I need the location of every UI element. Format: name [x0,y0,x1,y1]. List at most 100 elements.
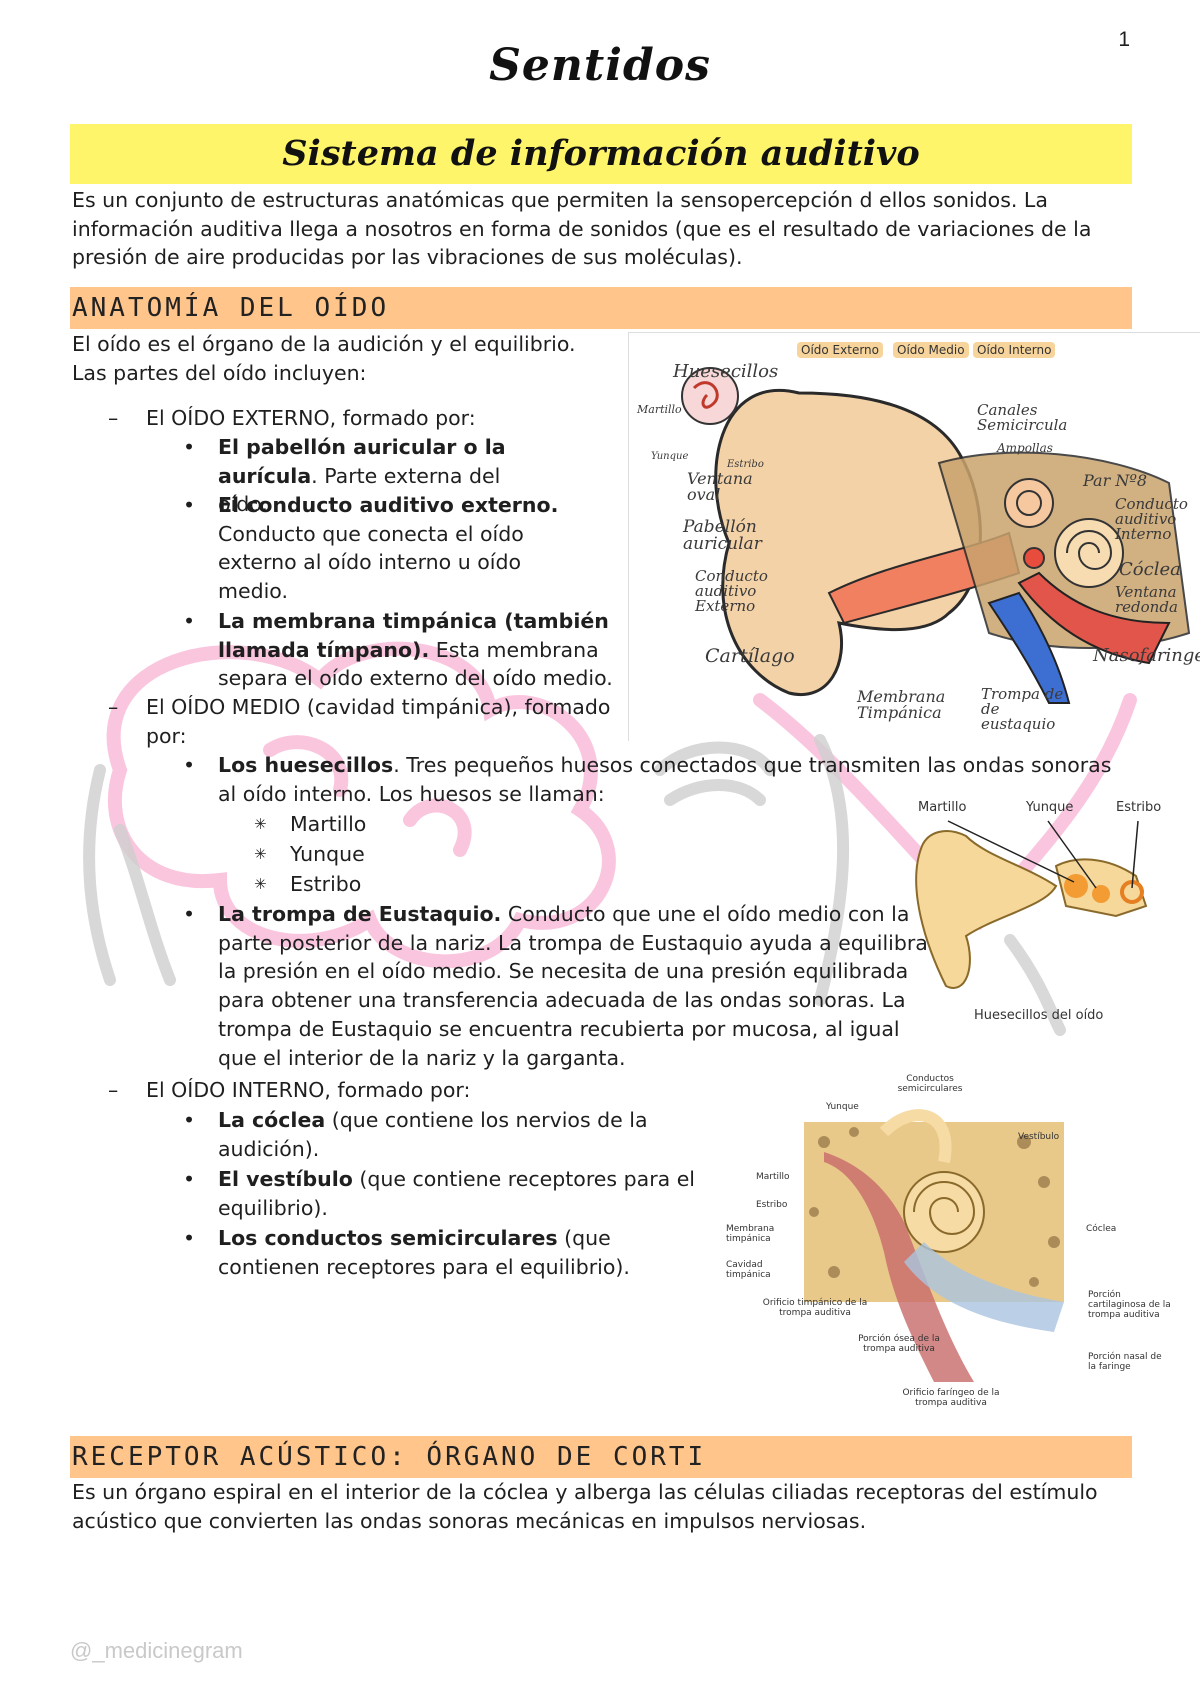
ossicle-label: Estribo [1116,800,1162,815]
star-bullet: ✳ [254,815,267,833]
dot-bullet: • [183,753,196,777]
inner-label: Conductos semicirculares [897,1074,963,1094]
inner-label: Vestíbulo [1018,1132,1060,1142]
item-text: (que contiene los nervios de la audición… [218,1108,648,1161]
ossicles-caption: Huesecillos del oído [974,1008,1104,1023]
intro-heading: Sistema de información auditivo [282,133,920,174]
inner-label: Porción cartilaginosa de la trompa audit… [1088,1290,1171,1320]
external-item: La membrana timpánica (también llamada t… [218,607,618,693]
item-text: . Tres pequeños huesos conectados que tr… [218,753,1112,806]
bone-item: Estribo [290,872,362,896]
page-title: Sentidos [489,40,711,91]
ear-illustration [681,367,1191,704]
dash-bullet: – [108,695,119,719]
external-label: El OÍDO EXTERNO, formado por: [146,406,476,430]
inner-label: Cavidad timpánica [726,1260,771,1280]
inner-label: Orificio timpánico de la trompa auditiva [762,1298,868,1318]
star-bullet: ✳ [254,875,267,893]
dot-bullet: • [183,493,196,517]
label-estribo: Estribo [727,459,764,470]
ossicles-illustration [915,820,1148,989]
external-item: El conducto auditivo externo. Conducto q… [218,491,593,606]
item-text: (que contienen receptores para el equili… [218,1226,630,1279]
item-text: (que contiene receptores para el equilib… [218,1167,696,1220]
internal-item: El vestíbulo (que contiene receptores pa… [218,1165,698,1222]
label-conducto-interno: Conducto auditivo Interno [1115,495,1188,543]
inner-label: Estribo [756,1200,788,1210]
label-ventana-redonda: Ventana redonda [1115,583,1178,616]
corti-text: Es un órgano espiral en el interior de l… [72,1480,1098,1533]
inner-label: Porción ósea de la trompa auditiva [858,1334,940,1354]
dash-bullet: – [108,1078,119,1102]
tag-middle: Oído Medio [893,342,969,358]
item-bold: El vestíbulo [218,1167,353,1191]
tag-internal: Oído Interno [973,342,1056,358]
tag-external: Oído Externo [797,342,883,358]
label-trompa: Trompa de de eustaquio [981,685,1064,733]
anatomy-intro: El oído es el órgano de la audición y el… [72,332,576,385]
label-par: Par Nº8 [1083,471,1148,490]
page-number: 1 [1118,28,1130,51]
eustachian-item: La trompa de Eustaquio. Conducto que une… [218,900,938,1072]
intro-heading-band [70,124,1132,184]
dot-bullet: • [183,435,196,459]
dot-bullet: • [183,1167,196,1191]
ossicle-label: Yunque [1026,800,1074,815]
dot-bullet: • [183,609,196,633]
label-yunque: Yunque [651,451,689,462]
label-ampollas: Ampollas [997,441,1053,455]
internal-label: El OÍDO INTERNO, formado por: [146,1078,471,1102]
inner-label: Orificio faríngeo de la trompa auditiva [902,1388,1000,1408]
item-bold: Los conductos semicirculares [218,1226,558,1250]
inner-label: Martillo [756,1172,790,1182]
dot-bullet: • [183,902,196,926]
inner-label: Yunque [826,1102,859,1112]
label-ventana-oval: Ventana oval [687,469,753,504]
bone-item: Martillo [290,812,367,836]
item-text: Conducto que une el oído medio con la pa… [218,902,937,1070]
label-canales: Canales Semicircula [977,401,1068,434]
ossicle-label: Martillo [918,800,967,815]
anatomy-heading: Anatomía del oído [72,293,390,323]
external-item: El pabellón auricular o la aurícula. Par… [218,433,508,519]
ossicles-figure: Martillo Yunque Estribo Huesecillos del … [906,796,1170,1032]
item-bold: La cóclea [218,1108,326,1132]
item-bold: El pabellón auricular o la aurícula [218,435,506,488]
bone-item: Yunque [290,842,365,866]
anatomy-heading-band [70,287,1132,329]
inner-label: Cóclea [1086,1224,1117,1234]
label-huesecillos: Huesecillos [673,361,779,382]
label-coclea: Cóclea [1119,559,1181,580]
dot-bullet: • [183,1108,196,1132]
item-text: Esta membrana separa el oído externo del… [218,637,613,691]
ear-anatomy-figure: Oído Externo Oído Medio Oído Interno Hue… [628,332,1200,741]
corti-heading: Receptor acústico: Órgano de Corti [72,1442,707,1472]
inner-label: Porción nasal de la faringe [1088,1352,1162,1372]
dot-bullet: • [183,1226,196,1250]
item-bold: La membrana timpánica (también llamada t… [218,609,609,662]
ossicles-item: Los huesecillos. Tres pequeños huesos co… [218,751,1118,808]
item-text: . Parte externa del oído. [218,463,501,517]
label-martillo: Martillo [637,403,682,416]
item-text: Conducto que conecta el oído externo al … [218,521,524,604]
label-conducto-externo: Conducto auditivo Externo [695,567,768,615]
intro-text: Es un conjunto de estructuras anatómicas… [72,188,1092,270]
dash-bullet: – [108,406,119,430]
star-bullet: ✳ [254,845,267,863]
inner-ear-illustration [804,1109,1064,1382]
label-nasofaringe: Nasofaringe [1093,645,1200,666]
label-cartilago: Cartílago [705,645,795,667]
label-pabellon: Pabellón auricular [683,517,762,554]
label-membrana: Membrana Timpánica [857,687,946,722]
internal-item: La cóclea (que contiene los nervios de l… [218,1106,668,1163]
item-bold: Los huesecillos [218,753,394,777]
background-doodle [83,641,1137,1036]
internal-item: Los conductos semicirculares (que contie… [218,1224,698,1281]
watermark: @_medicinegram [70,1638,243,1663]
inner-label: Membrana timpánica [726,1224,775,1244]
item-bold: El conducto auditivo externo. [218,493,559,517]
middle-label: El OÍDO MEDIO (cavidad timpánica), forma… [146,695,611,748]
item-bold: La trompa de Eustaquio. [218,902,502,926]
inner-ear-figure: Conductos semicirculares Yunque Vestíbul… [714,1072,1174,1412]
corti-heading-band [70,1436,1132,1478]
